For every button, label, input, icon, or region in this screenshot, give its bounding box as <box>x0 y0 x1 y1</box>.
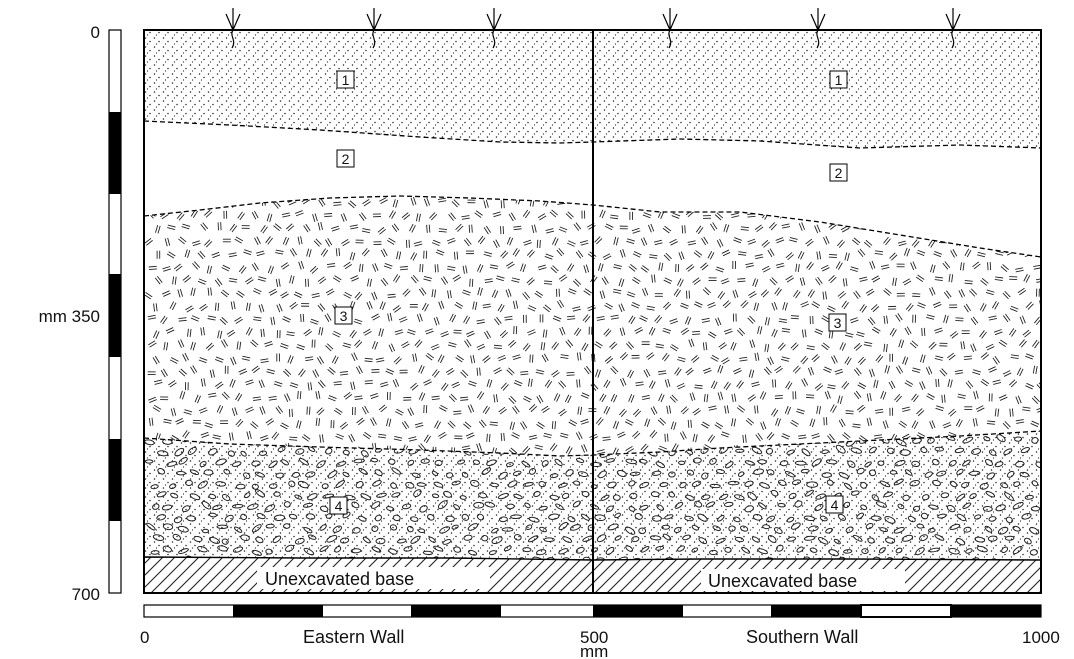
layer-label-south-3: 3 <box>828 313 847 332</box>
svg-text:Unexcavated base: Unexcavated base <box>265 569 414 589</box>
horizontal-scale-label-mid: 500 <box>580 628 608 647</box>
layer-label-south-1: 1 <box>829 70 848 89</box>
wall-label-southern: Southern Wall <box>746 627 858 647</box>
layer-label-south-4: 4 <box>825 495 844 514</box>
layer-label-east-2: 2 <box>336 149 355 168</box>
vertical-scale-label-bottom: 700 <box>72 585 100 604</box>
wall-label-eastern: Eastern Wall <box>303 627 404 647</box>
boundary-layer-2-3 <box>143 195 1042 258</box>
svg-text:1: 1 <box>835 72 843 88</box>
surface-root-icons <box>225 8 961 49</box>
svg-text:2: 2 <box>342 151 350 167</box>
vertical-scale-bar <box>108 29 122 594</box>
layer-3-fill <box>144 196 1041 456</box>
svg-text:3: 3 <box>834 315 842 331</box>
vertical-scale-label-mid: mm 350 <box>39 307 100 326</box>
horizontal-scale-unit: mm <box>580 642 608 659</box>
svg-text:4: 4 <box>831 497 839 513</box>
boundary-layer-1-2 <box>143 120 1042 149</box>
base-label-east: Unexcavated base <box>257 567 490 589</box>
svg-text:1: 1 <box>342 72 350 88</box>
horizontal-scale-bar <box>143 604 1042 618</box>
svg-text:4: 4 <box>335 498 343 514</box>
horizontal-scale-label-left: 0 <box>140 628 149 647</box>
horizontal-scale-label-right: 1000 <box>1022 628 1060 647</box>
layer-label-east-3: 3 <box>334 306 353 325</box>
svg-text:Unexcavated base: Unexcavated base <box>708 571 857 591</box>
layer-label-east-1: 1 <box>336 70 355 89</box>
layer-4-gravel <box>144 431 1041 560</box>
svg-text:3: 3 <box>340 308 348 324</box>
base-label-south: Unexcavated base <box>701 569 905 591</box>
vertical-scale-label-top: 0 <box>91 23 100 42</box>
layer-label-south-2: 2 <box>829 163 848 182</box>
svg-text:2: 2 <box>835 165 843 181</box>
layer-label-east-4: 4 <box>329 496 348 515</box>
